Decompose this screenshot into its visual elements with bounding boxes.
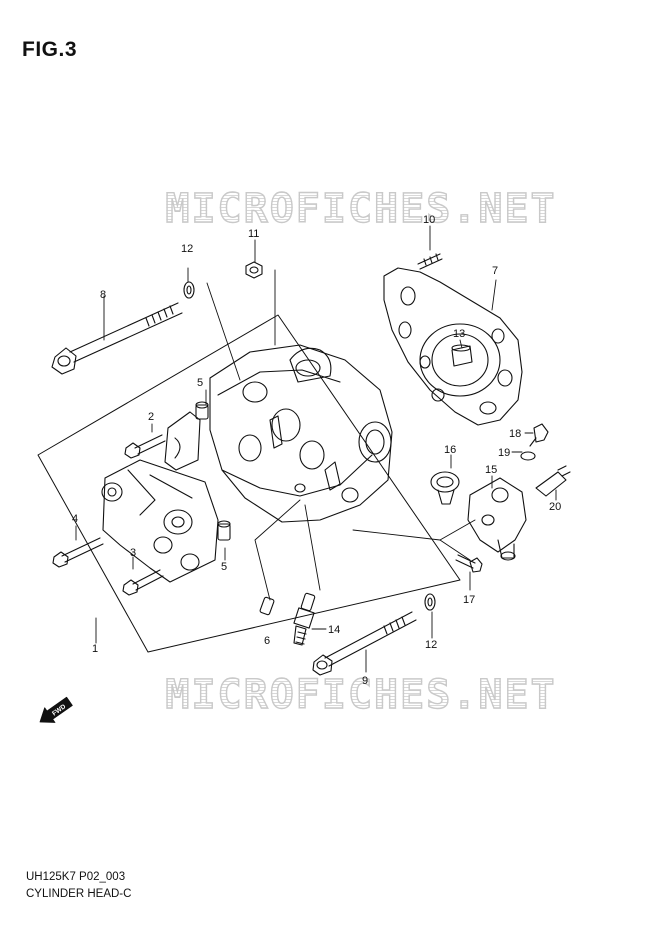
bolt-9 (312, 611, 417, 676)
callout-2: 2 (148, 411, 154, 423)
diagram-code: UH125K7 P02_003 (26, 871, 126, 883)
bolt-8 (51, 302, 183, 375)
washer-12-top (183, 281, 195, 299)
sensor-20 (535, 465, 571, 497)
cylinder-head (209, 344, 393, 523)
callout-19: 19 (498, 447, 510, 459)
callout-15: 15 (485, 464, 497, 476)
bleed-bolt-18 (529, 423, 549, 447)
cam-bracket (101, 459, 219, 583)
diagram-name: CYLINDER HEAD-C (26, 888, 132, 900)
dowel-5-lower (217, 520, 231, 541)
dowel-13 (451, 344, 473, 367)
callout-8: 8 (100, 289, 106, 301)
callout-11: 11 (248, 228, 259, 240)
watermark-bottom: MICROFICHES.NET (116, 671, 606, 718)
assembly-outline (37, 314, 461, 653)
leader-lines (75, 225, 557, 673)
stud-10 (417, 253, 443, 270)
gasket-7 (383, 267, 523, 426)
callout-20: 20 (549, 501, 561, 513)
watermark-top: MICROFICHES.NET (116, 185, 606, 232)
callout-5-lower: 5 (221, 561, 227, 573)
tube-6 (259, 596, 275, 616)
callout-5-upper: 5 (197, 377, 203, 389)
figure-title: FIG.3 (22, 38, 78, 61)
callout-17: 17 (463, 594, 475, 606)
callout-9: 9 (362, 675, 368, 687)
callout-16: 16 (444, 444, 456, 456)
callout-3: 3 (130, 547, 136, 559)
callout-12-top: 12 (181, 243, 193, 255)
forward-arrow-icon: FWD (39, 696, 73, 723)
bolt-3 (122, 569, 164, 596)
cam-cap (164, 411, 201, 471)
callout-6: 6 (264, 635, 270, 647)
nut-11 (245, 261, 263, 279)
callout-1: 1 (92, 643, 98, 655)
thermostat-16 (430, 471, 460, 505)
bolt-4 (52, 537, 104, 568)
spark-plug-14 (293, 592, 316, 646)
callout-13: 13 (453, 328, 465, 340)
dowel-5-upper (195, 401, 209, 420)
washer-12-bottom (424, 593, 436, 611)
thermostat-housing-15 (467, 477, 527, 561)
callout-4: 4 (72, 513, 78, 525)
callout-14: 14 (328, 624, 340, 636)
bolt-2 (124, 434, 166, 459)
callout-18: 18 (509, 428, 521, 440)
callout-12-bottom: 12 (425, 639, 437, 651)
callout-7: 7 (492, 265, 498, 277)
callout-10: 10 (423, 214, 435, 226)
bolt-17 (455, 554, 483, 573)
o-ring-19 (520, 451, 536, 461)
